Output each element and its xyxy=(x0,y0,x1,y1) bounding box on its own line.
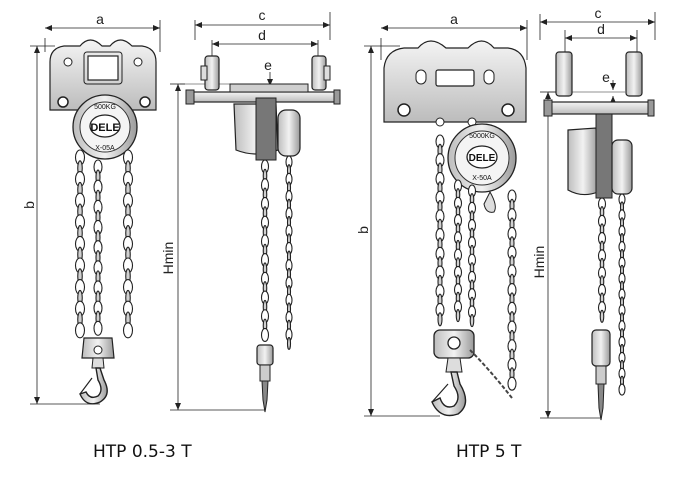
left-side-load-chain xyxy=(260,159,270,343)
left-dim-b: b xyxy=(21,45,100,405)
left-dim-b-label: b xyxy=(21,201,37,209)
right-load-chain-2 xyxy=(467,184,477,328)
right-dim-c: c xyxy=(539,5,656,40)
left-trolley xyxy=(49,39,157,111)
left-capacity-text: 500KG xyxy=(94,104,116,111)
right-side-view: c d e Hmin xyxy=(531,5,656,421)
right-dim-a-label: a xyxy=(450,11,458,27)
left-dim-d-label: d xyxy=(258,27,266,43)
right-dim-c-label: c xyxy=(595,5,602,21)
left-side-chains xyxy=(260,155,293,350)
right-dim-e-label: e xyxy=(602,69,610,85)
right-chains xyxy=(435,134,517,391)
left-dim-hmin-label: Hmin xyxy=(160,242,176,275)
left-hand-chain-1 xyxy=(74,149,86,339)
right-side-hook xyxy=(591,329,611,421)
left-side-hoist-body xyxy=(233,97,301,161)
left-side-hand-chain xyxy=(285,155,293,350)
left-side-hook xyxy=(256,344,274,413)
right-caption: HTP 5 T xyxy=(456,442,522,462)
left-dim-a-label: a xyxy=(96,11,104,27)
left-dim-c: c xyxy=(194,7,331,40)
left-dim-c-label: c xyxy=(259,7,266,23)
right-dim-b-label: b xyxy=(355,226,371,234)
left-caption: HTP 0.5-3 T xyxy=(93,442,192,462)
right-side-chains xyxy=(597,193,626,396)
right-model-text: X-50A xyxy=(472,175,492,182)
right-side-hoist-body xyxy=(567,113,633,199)
left-hand-chain-2 xyxy=(122,149,134,339)
right-hand-chain-1 xyxy=(435,134,445,327)
right-side-trolley xyxy=(543,51,655,117)
right-dim-hmin-label: Hmin xyxy=(531,246,547,279)
left-dim-d: d xyxy=(211,27,319,58)
right-dim-d-label: d xyxy=(597,21,605,37)
right-brand-text: DELE xyxy=(469,153,496,164)
left-hook-block xyxy=(81,337,115,369)
left-hook-icon xyxy=(79,367,108,405)
left-dim-e-label: e xyxy=(264,57,272,73)
right-capacity-text: 5000KG xyxy=(469,133,495,140)
right-trolley xyxy=(383,40,527,127)
right-load-chain-1 xyxy=(453,179,463,323)
right-lower-block xyxy=(433,329,513,399)
left-front-view: a b DELE 500KG X-05A xyxy=(21,11,161,405)
left-load-chain xyxy=(93,159,103,336)
right-hand-chain-2 xyxy=(507,189,517,391)
left-side-trolley xyxy=(185,55,341,105)
right-dim-b: b xyxy=(355,45,440,417)
left-hoist-wheel: DELE 500KG X-05A xyxy=(72,94,138,160)
left-dim-a: a xyxy=(44,11,161,52)
right-hook-icon xyxy=(431,371,467,417)
left-side-view: c d e Hmin xyxy=(160,7,341,413)
right-hoist-wheel: DELE 5000KG X-50A xyxy=(447,123,517,213)
right-dim-d: d xyxy=(564,21,638,52)
left-chains xyxy=(74,149,134,339)
right-dim-hmin: Hmin xyxy=(531,91,600,419)
right-side-hand-chain xyxy=(618,193,626,396)
right-side-load-chain xyxy=(597,197,607,323)
right-dim-a: a xyxy=(380,11,528,60)
right-front-view: a b DELE 5000KG X-50A xyxy=(355,11,528,417)
left-model-text: X-05A xyxy=(95,145,115,152)
left-dim-hmin: Hmin xyxy=(160,83,265,411)
left-brand-text: DELE xyxy=(90,122,119,134)
